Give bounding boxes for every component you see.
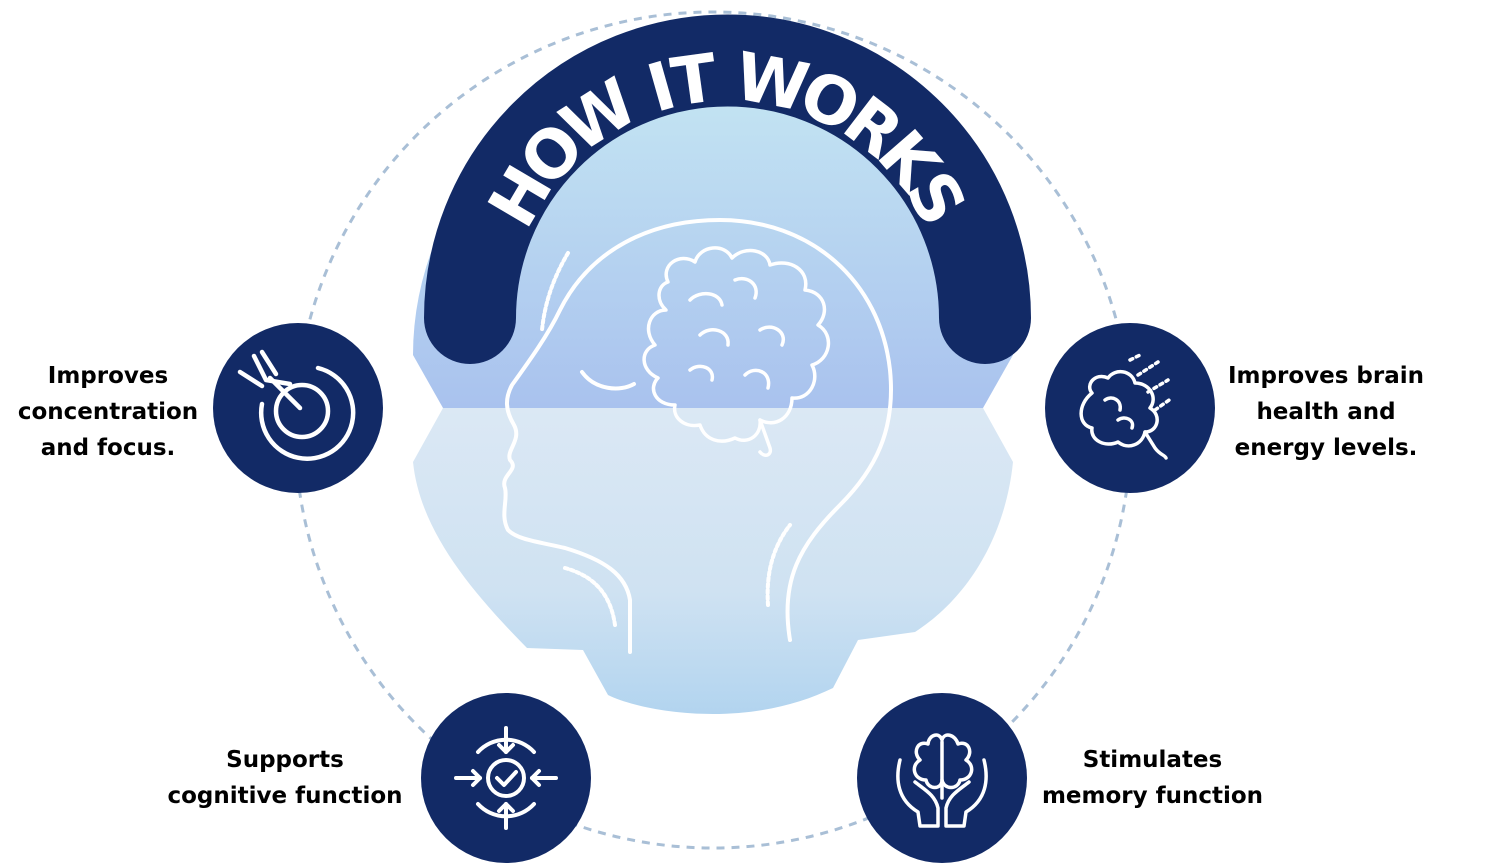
- benefit-label-concentration: Improves concentration and focus.: [17, 363, 199, 461]
- cognitive-badge: [421, 693, 591, 863]
- target-arrow-icon: [237, 349, 356, 461]
- brain-health-badge: [1045, 323, 1215, 493]
- benefit-label-brain-health: Improves brain health and energy levels.: [1227, 363, 1424, 461]
- memory-badge: [857, 693, 1027, 863]
- brain-energy-icon: [1079, 353, 1174, 460]
- head-profile-icon: [502, 218, 893, 654]
- benefit-label-memory: Stimulates memory function: [1041, 747, 1264, 809]
- hands-brain-icon: [896, 733, 988, 828]
- focus-check-icon: [454, 726, 558, 830]
- concentration-badge: [213, 323, 383, 493]
- brain-outline-icon: [642, 246, 831, 457]
- benefit-label-cognitive: Supports cognitive function: [167, 747, 403, 809]
